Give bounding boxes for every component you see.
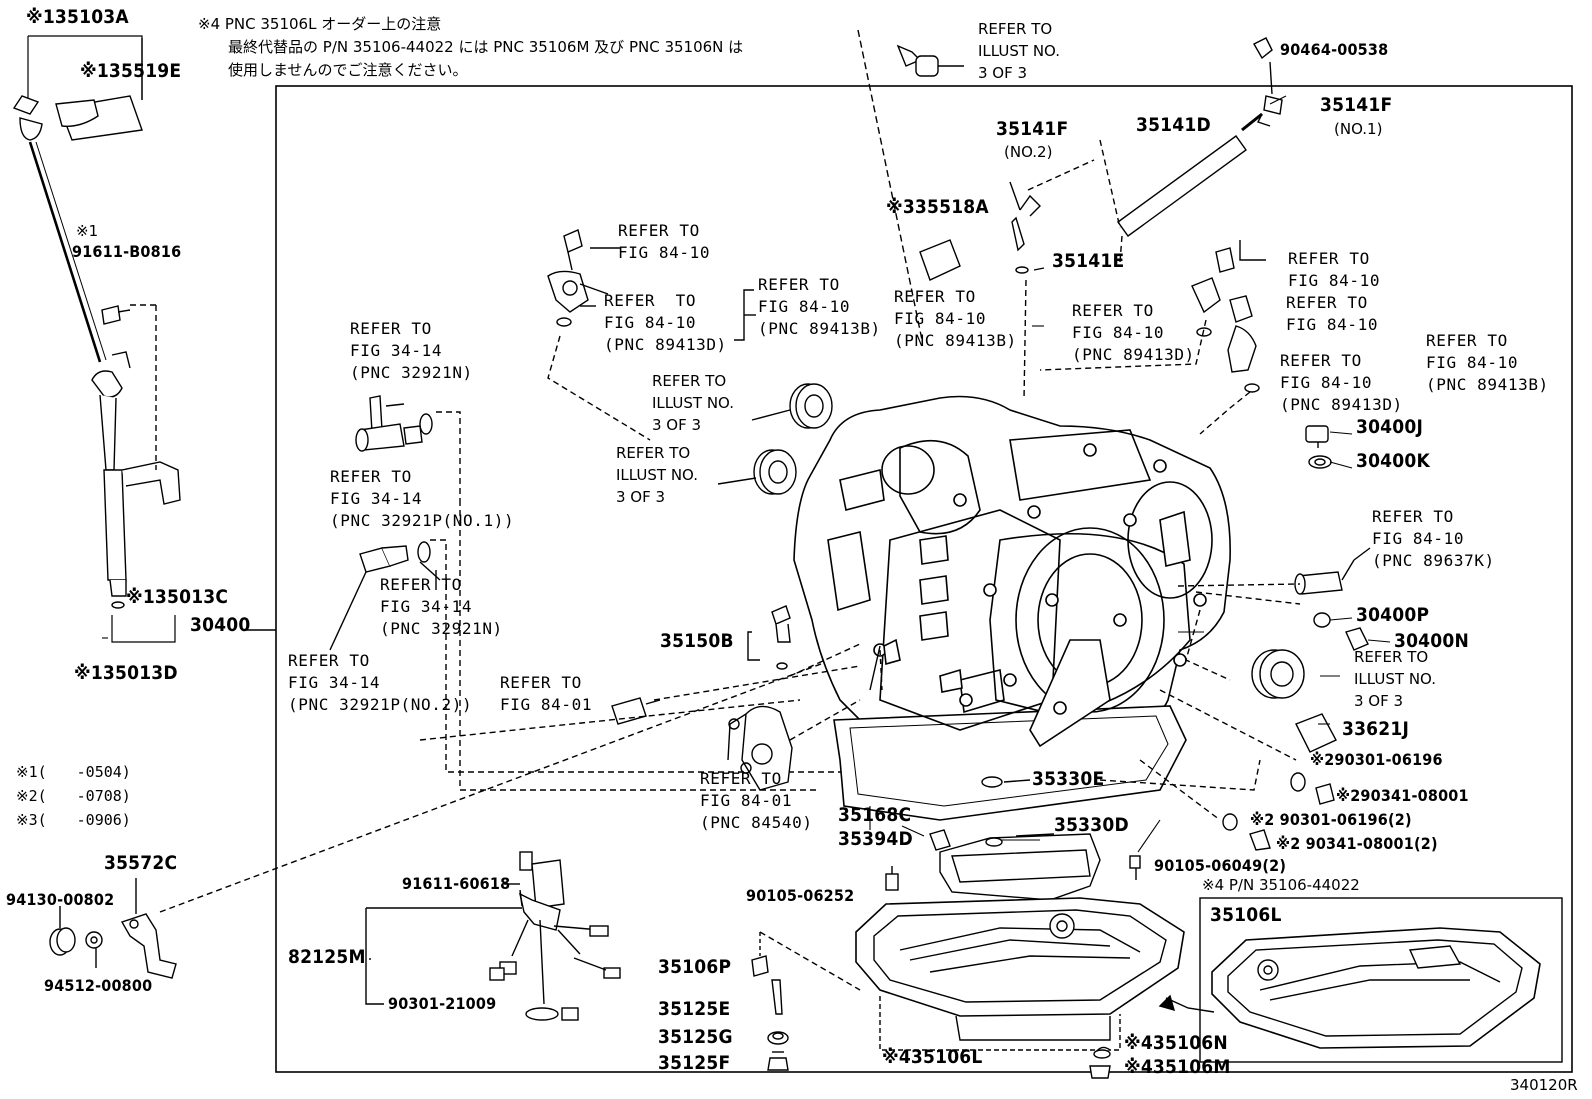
label-35519E[interactable]: ※135519E [80, 60, 182, 82]
label-90341-08001-b[interactable]: ※2 90341-08001(2) [1276, 834, 1438, 853]
refer-fig-34-14-n1[interactable]: REFER TO FIG 34-14 (PNC 32921N) [350, 319, 473, 382]
right-side-parts [1039, 240, 1371, 851]
refer-fig-34-14-p2[interactable]: REFER TO FIG 34-14 (PNC 32921P(NO.2)) [288, 651, 473, 714]
label-90301-06196-b[interactable]: ※2 90301-06196(2) [1250, 810, 1412, 829]
label-90301-21009[interactable]: 90301-21009 [388, 994, 497, 1013]
dipstick-assembly [12, 35, 276, 643]
label-no1: (NO.1) [1334, 120, 1383, 138]
label-91611-B0816-mark: ※1 [76, 222, 99, 240]
assembly-frame [275, 85, 1573, 1073]
refer-fig-84-10-h[interactable]: REFER TO FIG 84-10 (PNC 89413B) [1426, 331, 1549, 394]
figure-id: 340120R [1510, 1076, 1578, 1094]
refer-fig-84-10-b[interactable]: REFER TO FIG 84-10 (PNC 89413B) [758, 275, 881, 338]
label-30400K[interactable]: 30400K [1356, 450, 1430, 472]
refer-fig-34-14-n2[interactable]: REFER TO FIG 34-14 (PNC 32921N) [380, 575, 503, 638]
cooler-fittings [329, 395, 858, 791]
refer-illust-top[interactable]: REFER TO ILLUST NO. 3 OF 3 [978, 20, 1061, 82]
label-p4-note: ※4 P/N 35106-44022 [1202, 876, 1360, 894]
legend-item-3: ※3( -0906) [16, 811, 131, 829]
refer-fig-84-10-g[interactable]: REFER TO FIG 84-10 [1286, 293, 1379, 334]
refer-illust-2[interactable]: REFER TO ILLUST NO. 3 OF 3 [616, 444, 699, 506]
label-35394D[interactable]: 35394D [838, 828, 913, 850]
pan-gasket-strainer [885, 776, 1141, 901]
refer-fig-84-10-d[interactable]: REFER TO FIG 84-10 (PNC 89413B) [894, 287, 1017, 350]
label-35106P[interactable]: 35106P [658, 956, 732, 978]
label-35106N[interactable]: ※435106N [1124, 1032, 1228, 1054]
refer-fig-84-10-f[interactable]: REFER TO FIG 84-10 [1288, 249, 1381, 290]
legend-item-2: ※2( -0708) [16, 787, 131, 805]
refer-fig-84-10-i[interactable]: REFER TO FIG 84-10 (PNC 89413D) [1280, 351, 1403, 414]
oil-seals [717, 383, 1305, 699]
label-30400[interactable]: 30400 [190, 614, 251, 636]
refer-fig-84-01-a[interactable]: REFER TO FIG 84-01 [500, 673, 593, 714]
upper-sensor-parts [857, 29, 1283, 401]
refer-illust-3[interactable]: REFER TO ILLUST NO. 3 OF 3 [1354, 648, 1437, 710]
label-35125G[interactable]: 35125G [658, 1026, 733, 1048]
label-35013C[interactable]: ※135013C [126, 586, 229, 608]
label-35518A[interactable]: ※335518A [886, 196, 989, 218]
refer-fig-84-01-b[interactable]: REFER TO FIG 84-01 (PNC 84540) [700, 769, 813, 832]
label-35103A[interactable]: ※135103A [26, 6, 129, 28]
label-35106L-alt[interactable]: 35106L [1210, 904, 1282, 926]
refer-illust-1[interactable]: REFER TO ILLUST NO. 3 OF 3 [652, 372, 735, 434]
label-30400N[interactable]: 30400N [1394, 630, 1469, 652]
label-82125M[interactable]: 82125M [288, 946, 366, 968]
label-35168C[interactable]: 35168C [838, 804, 912, 826]
label-90301-06196-a[interactable]: ※290301-06196 [1310, 750, 1443, 769]
refer-fig-34-14-p1[interactable]: REFER TO FIG 34-14 (PNC 32921P(NO.1)) [330, 467, 515, 530]
label-35141D[interactable]: 35141D [1136, 114, 1211, 136]
label-no2: (NO.2) [1004, 143, 1053, 161]
label-35106L[interactable]: ※435106L [882, 1046, 983, 1068]
label-35150B[interactable]: 35150B [660, 630, 734, 652]
label-94130-00802[interactable]: 94130-00802 [6, 890, 115, 909]
drain-plug-parts [751, 931, 1111, 1079]
legend-item-1: ※1( -0504) [16, 763, 131, 781]
label-94512-00800[interactable]: 94512-00800 [44, 976, 153, 995]
label-90464-00538[interactable]: 90464-00538 [1280, 40, 1389, 59]
transaxle-case [793, 395, 1231, 821]
label-90105-06049[interactable]: 90105-06049(2) [1154, 856, 1287, 875]
header-note-line2: 最終代替品の P/N 35106-44022 には PNC 35106M 及び … [228, 38, 744, 56]
oil-pan-alt [1199, 897, 1563, 1063]
header-note-line3: 使用しませんのでご注意ください。 [228, 61, 468, 79]
oil-pan-main [855, 897, 1215, 1051]
label-30400J[interactable]: 30400J [1356, 416, 1424, 438]
label-35141F-no2[interactable]: 35141F [996, 118, 1069, 140]
label-35141F-no1[interactable]: 35141F [1320, 94, 1393, 116]
label-35013D[interactable]: ※135013D [74, 662, 178, 684]
label-35141E[interactable]: 35141E [1052, 250, 1125, 272]
label-35572C[interactable]: 35572C [104, 852, 178, 874]
label-35106M[interactable]: ※435106M [1124, 1056, 1231, 1078]
refer-fig-84-10-k[interactable]: REFER TO FIG 84-10 (PNC 89637K) [1372, 507, 1495, 570]
label-35125F[interactable]: 35125F [658, 1052, 731, 1074]
solenoid-wire-harness [365, 851, 621, 1021]
label-35125E[interactable]: 35125E [658, 998, 731, 1020]
speed-sensor-left [547, 229, 756, 441]
label-35330E[interactable]: 35330E [1032, 768, 1105, 790]
label-90105-06252[interactable]: 90105-06252 [746, 886, 855, 905]
center-left-parts [419, 605, 883, 791]
label-33621J[interactable]: 33621J [1342, 718, 1410, 740]
label-30400P[interactable]: 30400P [1356, 604, 1430, 626]
header-note-line1: ※4 PNC 35106L オーダー上の注意 [198, 15, 442, 33]
refer-fig-84-10-e[interactable]: REFER TO FIG 84-10 (PNC 89413D) [1072, 301, 1195, 364]
leader-lines [102, 95, 1391, 853]
label-91611-B0816[interactable]: 91611-B0816 [72, 242, 182, 261]
label-35330D[interactable]: 35330D [1054, 814, 1129, 836]
refer-fig-84-10-a[interactable]: REFER TO FIG 84-10 [618, 221, 711, 262]
label-90341-08001-a[interactable]: ※290341-08001 [1336, 786, 1469, 805]
label-91611-60618[interactable]: 91611-60618 [402, 874, 511, 893]
refer-fig-84-10-c[interactable]: REFER TO FIG 84-10 (PNC 89413D) [604, 291, 727, 354]
